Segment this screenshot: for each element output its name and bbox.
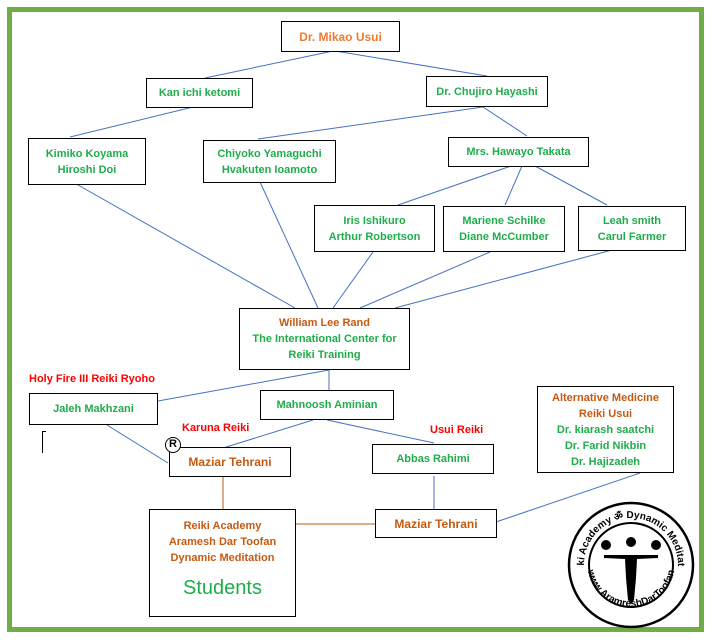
label-karuna: Karuna Reiki bbox=[182, 422, 250, 434]
node-line: The International Center for bbox=[252, 333, 397, 345]
node-tehrani-right: Maziar Tehrani bbox=[375, 509, 497, 538]
node-line: Jaleh Makhzani bbox=[53, 403, 134, 415]
node-line: Chiyoko Yamaguchi bbox=[217, 147, 322, 160]
node-hayashi: Dr. Chujiro Hayashi bbox=[426, 76, 548, 107]
node-line: Dr. Hajizadeh bbox=[570, 455, 641, 468]
node-yamaguchi: Chiyoko Yamaguchi Hvakuten Ioamoto bbox=[203, 140, 336, 183]
node-line: Dynamic Meditation bbox=[170, 552, 275, 564]
stray-mark bbox=[42, 431, 46, 453]
node-line: Dr. Farid Nikbin bbox=[564, 439, 647, 452]
node-line: Dr. Chujiro Hayashi bbox=[436, 85, 538, 98]
node-line: Aramesh Dar Toofan bbox=[168, 536, 277, 548]
connector bbox=[259, 181, 319, 309]
node-line: Maziar Tehrani bbox=[394, 516, 478, 531]
node-line: Reiki Training bbox=[288, 349, 361, 361]
node-altmed: Alternative Medicine Reiki Usui Dr. kiar… bbox=[537, 386, 674, 473]
node-line: Alternative Medicine bbox=[552, 391, 659, 404]
connector bbox=[397, 165, 512, 206]
node-line: Reiki Usui bbox=[578, 407, 633, 420]
connector bbox=[222, 419, 314, 449]
node-line: Dr. kiarash saatchi bbox=[556, 423, 655, 436]
connector bbox=[394, 249, 613, 309]
node-usui: Dr. Mikao Usui bbox=[281, 21, 400, 52]
connector bbox=[326, 419, 435, 444]
node-line: Maziar Tehrani bbox=[188, 455, 272, 469]
node-line: Diane McCumber bbox=[459, 231, 549, 243]
connector bbox=[359, 251, 491, 309]
node-line: Kan ichi ketomi bbox=[158, 87, 241, 99]
node-schilke: Mariene Schilke Diane McCumber bbox=[443, 206, 565, 252]
node-line: Hvakuten Ioamoto bbox=[221, 163, 318, 176]
node-ketomi: Kan ichi ketomi bbox=[146, 78, 253, 108]
node-line: Hiroshi Doi bbox=[57, 163, 117, 176]
node-line: Reiki Academy bbox=[183, 520, 262, 532]
node-line: Iris Ishikuro bbox=[343, 214, 406, 227]
meditating-figure-icon bbox=[601, 537, 661, 604]
label-holy-fire: Holy Fire III Reiki Ryoho bbox=[29, 373, 155, 385]
connector bbox=[106, 424, 169, 464]
registered-icon: R bbox=[165, 437, 181, 453]
connector bbox=[504, 165, 523, 206]
node-makhzani: Jaleh Makhzani bbox=[29, 393, 158, 425]
connector bbox=[204, 50, 334, 79]
node-rahimi: Abbas Rahimi bbox=[372, 444, 494, 474]
connector bbox=[482, 106, 528, 137]
label-usui-reiki: Usui Reiki bbox=[430, 424, 484, 436]
reiki-academy-logo: Reiki Academy ॐ Dynamic Meditation www.A… bbox=[566, 500, 695, 629]
diagram-frame bbox=[7, 7, 704, 632]
connector bbox=[157, 369, 330, 402]
connector bbox=[332, 251, 374, 309]
node-aminian: Mahnoosh Aminian bbox=[260, 390, 394, 420]
connector bbox=[334, 50, 488, 77]
node-line: Mariene Schilke bbox=[462, 215, 546, 227]
node-takata: Mrs. Hawayo Takata bbox=[448, 137, 589, 167]
node-academy: Reiki Academy Aramesh Dar Toofan Dynamic… bbox=[149, 509, 296, 617]
node-smith: Leah smith Carul Farmer bbox=[578, 206, 686, 251]
node-koyama: Kimiko Koyama Hiroshi Doi bbox=[28, 138, 146, 185]
node-ishikuro: Iris Ishikuro Arthur Robertson bbox=[314, 205, 435, 252]
node-line: Mrs. Hawayo Takata bbox=[466, 146, 571, 158]
node-line: Abbas Rahimi bbox=[396, 453, 470, 465]
connector bbox=[257, 106, 484, 140]
node-tehrani-left: Maziar Tehrani bbox=[169, 447, 291, 477]
logo-inner-ring bbox=[588, 522, 674, 608]
connector bbox=[69, 106, 194, 138]
node-line: William Lee Rand bbox=[279, 317, 370, 329]
node-line: Arthur Robertson bbox=[328, 230, 421, 243]
node-line: Leah smith bbox=[602, 214, 662, 227]
node-rand: William Lee Rand The International Cente… bbox=[239, 308, 410, 370]
node-line: Mahnoosh Aminian bbox=[276, 399, 378, 411]
node-line: Carul Farmer bbox=[597, 230, 667, 243]
node-line: Dr. Mikao Usui bbox=[299, 29, 382, 44]
connector bbox=[495, 472, 641, 523]
connector bbox=[77, 184, 296, 309]
students-label: Students bbox=[183, 577, 262, 599]
connector bbox=[534, 165, 608, 206]
node-line: Kimiko Koyama bbox=[45, 147, 129, 160]
